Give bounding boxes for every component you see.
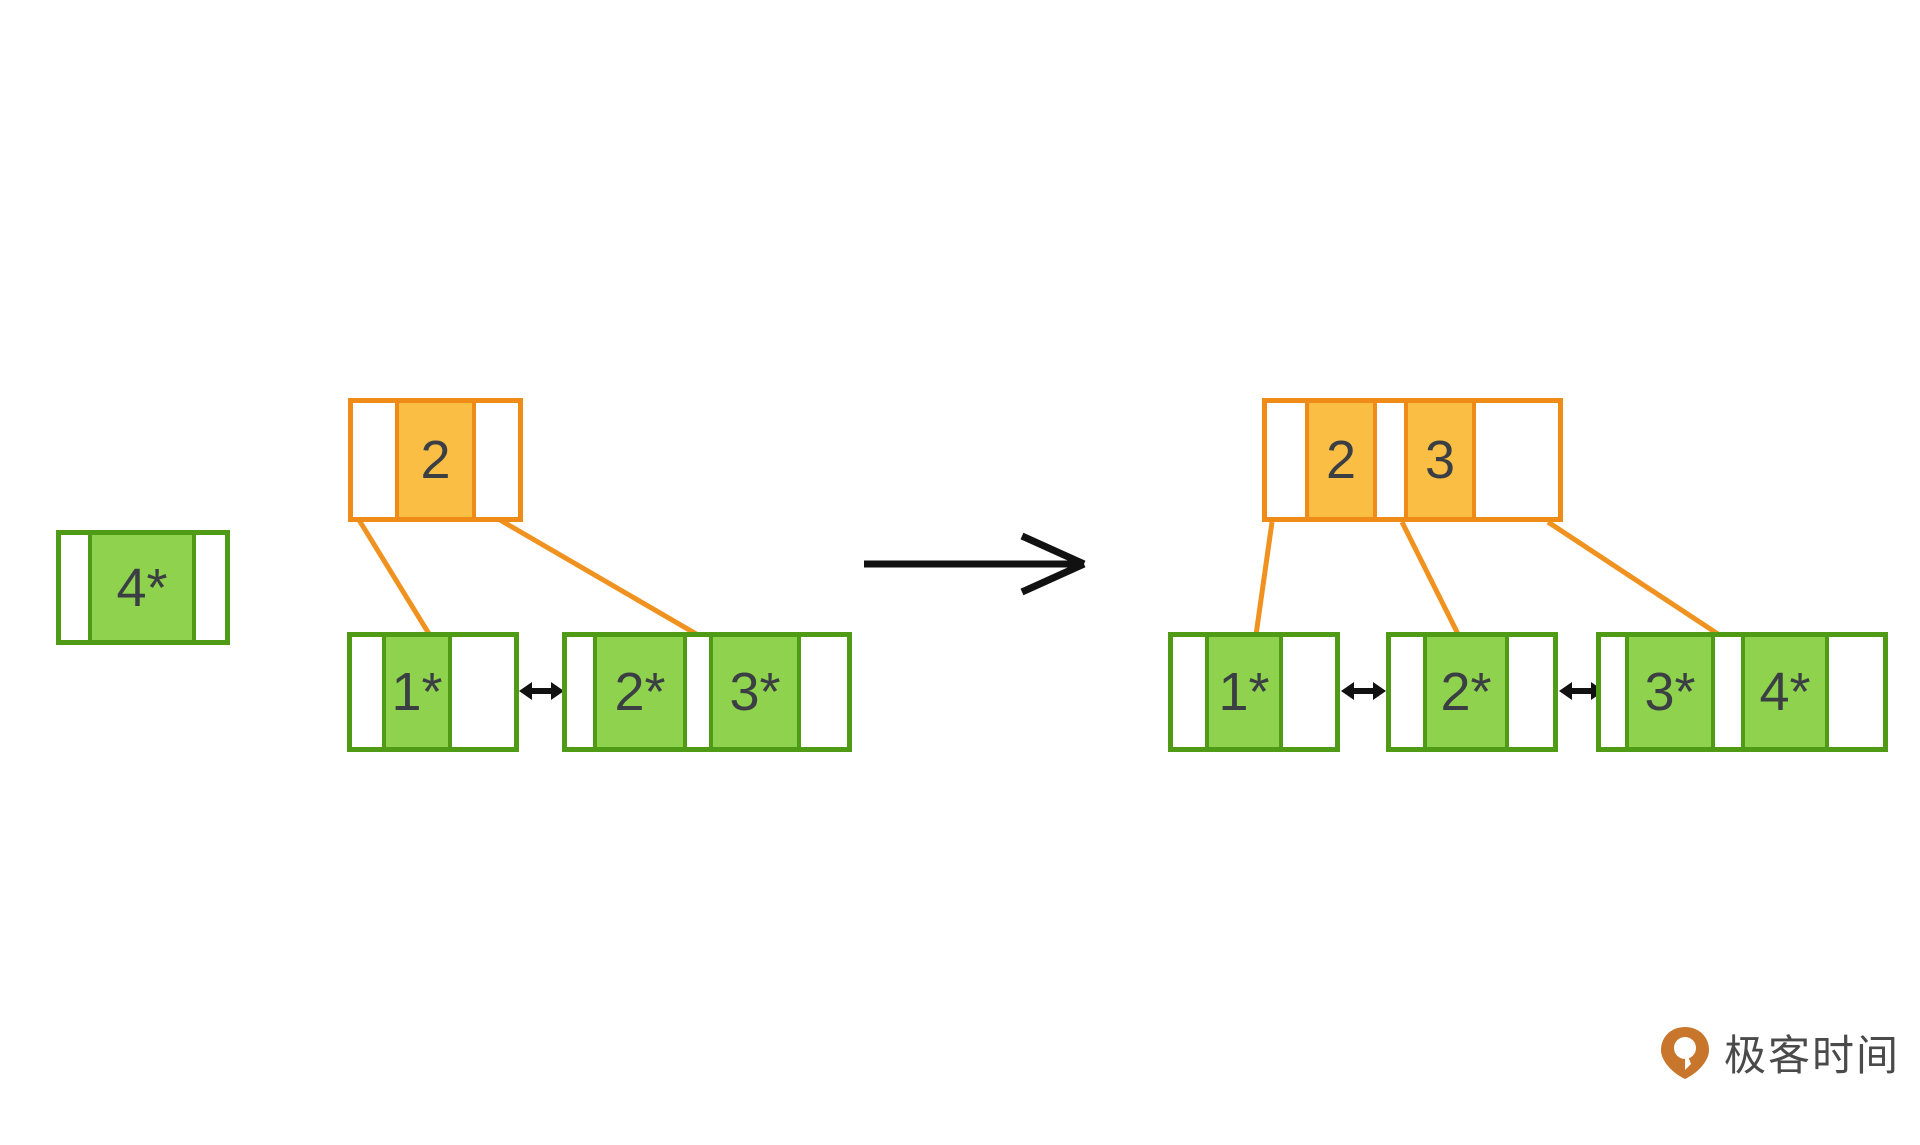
key-cell: 3* — [709, 637, 801, 747]
key-cell: 4* — [88, 535, 196, 640]
before-leaf-node-2[interactable]: 2* 3* — [562, 632, 852, 752]
edge-before-root-to-leaf-2 — [498, 517, 712, 645]
sibling-link-arrow — [519, 682, 564, 700]
pointer-slot — [475, 403, 518, 517]
pointer-slot — [196, 535, 225, 640]
pointer-slot — [61, 535, 88, 640]
pointer-slot — [1509, 637, 1543, 747]
before-root-node[interactable]: 2 — [348, 398, 523, 522]
watermark-text: 极客时间 — [1724, 1031, 1901, 1080]
key-cell: 2* — [593, 637, 687, 747]
geektime-logo-icon — [1661, 1026, 1709, 1079]
pointer-slot — [353, 403, 396, 517]
watermark: 极客时间 — [1660, 1022, 1900, 1083]
edge-before-root-to-leaf-1 — [356, 518, 437, 644]
pointer-slot — [1601, 637, 1625, 747]
inserted-record-node[interactable]: 4* — [56, 530, 230, 645]
transition-arrow-icon — [864, 532, 1086, 596]
edge-after-root-to-leaf-3 — [1546, 519, 1732, 645]
pointer-slot — [1377, 403, 1404, 517]
pointer-slot — [1173, 637, 1205, 747]
key-cell: 4* — [1741, 637, 1829, 747]
pointer-slot — [1829, 637, 1875, 747]
key-cell: 2 — [1305, 403, 1377, 517]
pointer-slot — [352, 637, 382, 747]
before-leaf-node-1[interactable]: 1* — [347, 632, 519, 752]
key-cell: 3* — [1625, 637, 1715, 747]
after-leaf-node-2[interactable]: 2* — [1386, 632, 1558, 752]
pointer-slot — [1283, 637, 1325, 747]
key-cell: 1* — [382, 637, 452, 747]
pointer-slot — [567, 637, 593, 747]
key-cell: 2* — [1423, 637, 1509, 747]
pointer-slot — [1715, 637, 1741, 747]
after-leaf-node-3[interactable]: 3* 4* — [1596, 632, 1888, 752]
after-root-node[interactable]: 2 3 — [1262, 398, 1563, 522]
pointer-slot — [687, 637, 709, 747]
after-leaf-node-1[interactable]: 1* — [1168, 632, 1340, 752]
pointer-slot — [452, 637, 504, 747]
pointer-slot — [1476, 403, 1514, 517]
edge-after-root-to-leaf-2 — [1399, 520, 1465, 644]
key-cell: 1* — [1205, 637, 1283, 747]
pointer-slot — [1267, 403, 1305, 517]
key-cell: 3 — [1404, 403, 1476, 517]
pointer-slot — [1391, 637, 1423, 747]
sibling-link-arrow — [1341, 682, 1386, 700]
pointer-slot — [801, 637, 847, 747]
key-cell: 2 — [395, 403, 476, 517]
edge-after-root-to-leaf-1 — [1252, 521, 1275, 643]
